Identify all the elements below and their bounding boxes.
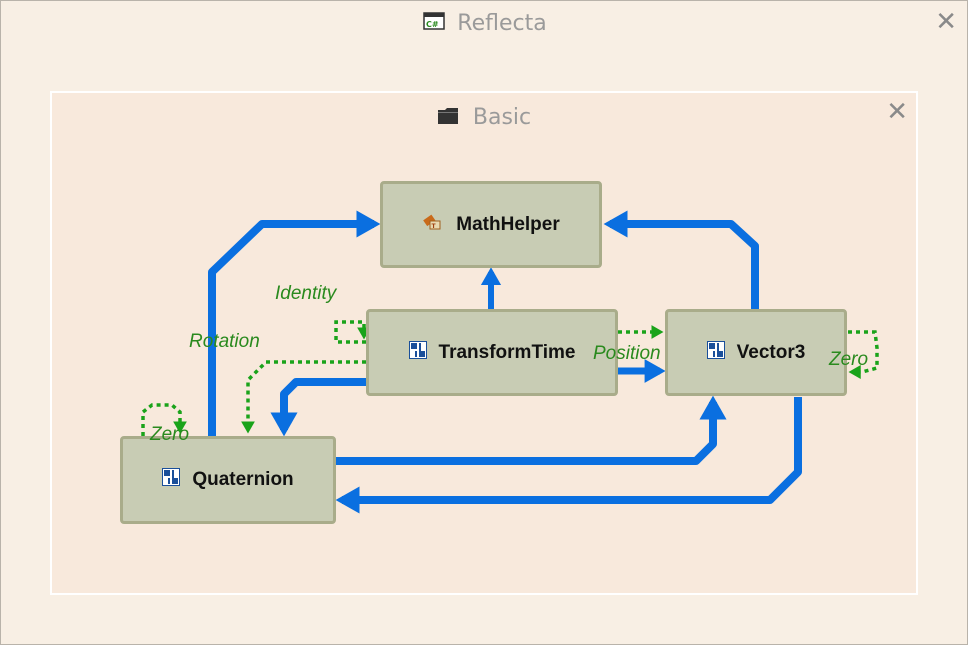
csharp-window-icon: C# — [423, 12, 446, 32]
struct-icon — [162, 468, 181, 492]
node-label: Vector3 — [736, 341, 806, 363]
edge-label-identity: Identity — [275, 283, 337, 304]
group-title-text: Basic — [472, 105, 532, 130]
node-vector3[interactable]: Vector3 — [665, 309, 847, 396]
edge-vector3-quaternion — [335, 397, 802, 514]
window-title: C# Reflecta — [1, 11, 968, 36]
folder-icon — [437, 106, 459, 124]
struct-icon — [408, 340, 427, 365]
svg-text:T: T — [432, 223, 437, 230]
edge-quaternion-vector3 — [336, 395, 727, 465]
edge-transformtime-identity — [334, 320, 371, 344]
group-title: Basic — [52, 105, 916, 130]
node-label: MathHelper — [456, 213, 560, 235]
svg-text:C#: C# — [426, 20, 439, 29]
edge-vector3-zero — [848, 330, 879, 379]
edge-label-zero-quaternion: Zero — [150, 424, 190, 445]
node-quaternion[interactable]: Quaternion — [120, 436, 336, 524]
window-title-text: Reflecta — [457, 11, 547, 36]
static-class-icon: T — [422, 211, 444, 239]
struct-icon — [706, 340, 725, 365]
node-transformtime[interactable]: TransformTime — [366, 309, 618, 396]
edge-label-position: Position — [593, 343, 661, 364]
edge-label-rotation: Rotation — [189, 331, 260, 352]
node-label: TransformTime — [438, 341, 576, 363]
window-close-icon[interactable]: ✕ — [935, 7, 957, 37]
node-mathhelper[interactable]: T MathHelper — [380, 181, 602, 268]
group-close-icon[interactable]: ✕ — [886, 97, 908, 127]
edge-quaternion-mathhelper — [208, 210, 381, 436]
node-label: Quaternion — [192, 469, 294, 490]
edge-transformtime-quaternion — [270, 378, 366, 437]
edge-label-zero-vector3: Zero — [829, 349, 869, 370]
edge-quaternion-zero — [141, 403, 187, 436]
edge-vector3-mathhelper — [603, 210, 759, 309]
edge-transformtime-rotation — [241, 360, 366, 434]
